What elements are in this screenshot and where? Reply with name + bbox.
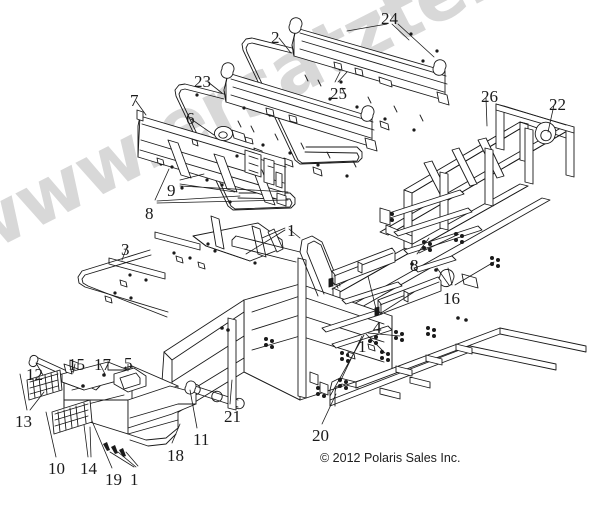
leader-lines bbox=[19, 23, 555, 469]
callout-8-right: 8 bbox=[410, 256, 419, 275]
callout-3: 3 bbox=[121, 240, 130, 259]
callout-18: 18 bbox=[167, 446, 184, 465]
callout-4: 4 bbox=[373, 318, 382, 337]
seat-back-frame bbox=[136, 109, 287, 207]
callout-13: 13 bbox=[15, 412, 32, 431]
callout-7: 7 bbox=[130, 91, 139, 110]
callout-24: 24 bbox=[381, 9, 398, 28]
callout-1-floor: 1 bbox=[287, 221, 296, 240]
callout-26: 26 bbox=[481, 87, 498, 106]
callout-21: 21 bbox=[224, 407, 241, 426]
callout-22: 22 bbox=[549, 95, 566, 114]
callout-19: 19 bbox=[105, 470, 122, 489]
callout-25: 25 bbox=[330, 84, 347, 103]
callout-1-ladder: 1 bbox=[358, 337, 367, 356]
copyright-notice: © 2012 Polaris Sales Inc. bbox=[320, 451, 461, 465]
callout-12: 12 bbox=[26, 365, 43, 384]
callout-14: 14 bbox=[80, 459, 97, 478]
callout-1-grille: 1 bbox=[130, 470, 139, 489]
callout-9: 9 bbox=[167, 181, 176, 200]
callout-11: 11 bbox=[193, 430, 210, 449]
rear-ladder-frame bbox=[309, 316, 587, 407]
right-side-rails bbox=[379, 189, 500, 289]
callout-20: 20 bbox=[312, 426, 329, 445]
callout-17: 17 bbox=[94, 355, 111, 374]
callout-23: 23 bbox=[194, 72, 211, 91]
callout-2: 2 bbox=[271, 28, 280, 47]
callout-6: 6 bbox=[186, 109, 195, 128]
callout-8-upper: 8 bbox=[145, 204, 154, 223]
callout-5: 5 bbox=[124, 354, 133, 373]
front-bumper-assembly bbox=[28, 354, 197, 447]
callout-10: 10 bbox=[48, 459, 65, 478]
cargo-rail-upper bbox=[241, 17, 450, 165]
callout-16: 16 bbox=[443, 289, 460, 308]
callout-15: 15 bbox=[68, 355, 85, 374]
cargo-box-floor bbox=[77, 215, 284, 318]
grille-inserts bbox=[26, 369, 126, 457]
